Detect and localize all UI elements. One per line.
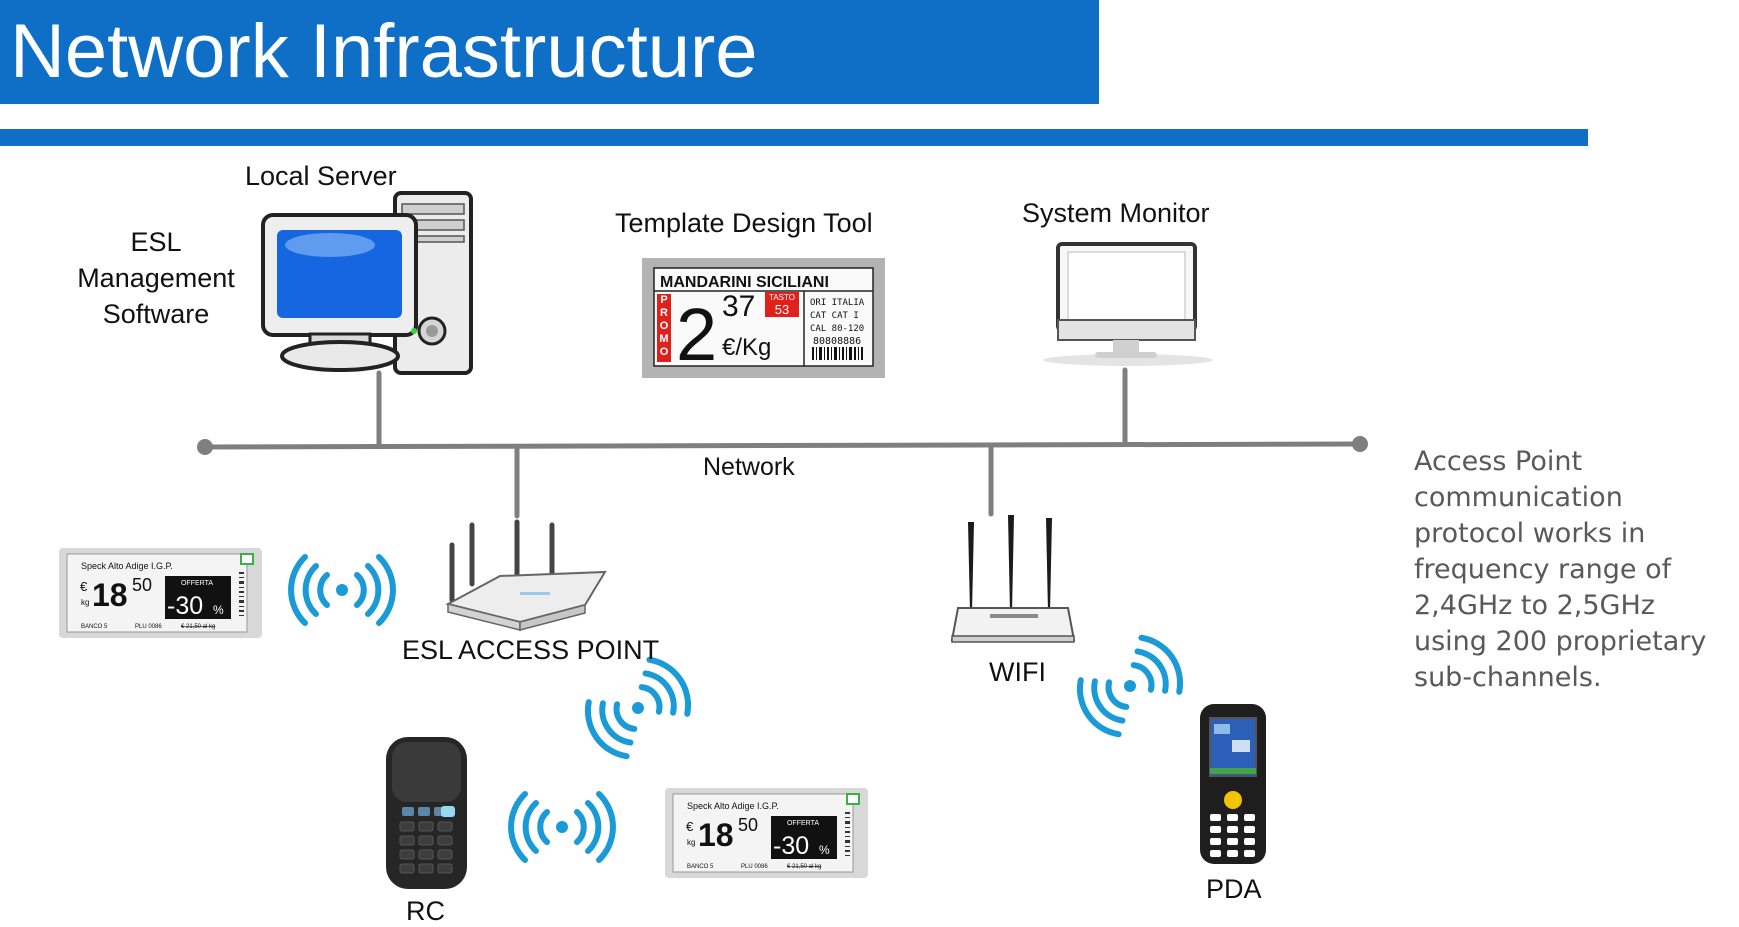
wireless-signal-icon-tag-ap [288, 554, 396, 626]
wireless-signal-icon-ap-bottom [584, 656, 692, 760]
rc-label: RC [406, 896, 445, 926]
esl-bottom-product: Speck Alto Adige I.G.P. [687, 801, 779, 811]
wifi-label: WIFI [989, 657, 1046, 687]
access-point-note: Access Point communication protocol work… [1414, 446, 1707, 693]
network-bus-endpoint-right [1352, 436, 1368, 452]
esl-bottom-price: 18 [698, 817, 734, 853]
template-barcode [812, 347, 863, 360]
template-key-value: 53 [775, 302, 789, 317]
esl-top-old-price: € 21,50 al kg [181, 624, 215, 630]
divider-bar [0, 129, 1588, 146]
pda-scan-button [1224, 791, 1242, 809]
system-monitor-label: System Monitor [1022, 198, 1210, 228]
esl-bottom-price-decimal: 50 [738, 815, 758, 835]
template-price-unit: €/Kg [722, 334, 771, 361]
template-info-caliber: CAL 80-120 [810, 324, 864, 334]
esl-software-line-3: Software [102, 299, 210, 329]
template-info-category: CAT CAT I [810, 311, 859, 321]
wireless-signal-icon-rc-tag [508, 791, 616, 863]
esl-bottom-barcode [845, 812, 850, 856]
esl-top-unit: kg [81, 598, 89, 607]
esl-top-offer-box [165, 576, 231, 619]
pda-label: PDA [1206, 874, 1262, 904]
esl-bottom-discount: -30 [773, 832, 809, 860]
template-price-decimal: 37 [722, 290, 755, 323]
template-barcode-number: 80808886 [813, 336, 861, 347]
esl-bottom-old-price: € 21,50 al kg [787, 864, 821, 870]
network-bus-endpoint-left [197, 439, 213, 455]
esl-top-barcode [239, 572, 244, 616]
esl-top-product: Speck Alto Adige I.G.P. [81, 561, 173, 571]
esl-tag-top: Speck Alto Adige I.G.P. € kg 18 50 OFFER… [59, 548, 262, 638]
esl-bottom-offer: OFFERTA [787, 820, 819, 827]
access-point-router-icon [445, 519, 607, 631]
esl-bottom-unit: kg [687, 838, 695, 847]
pda-handheld-icon [1200, 704, 1266, 864]
esl-software-line-2: Management [77, 263, 235, 293]
esl-tag-bottom: Speck Alto Adige I.G.P. € kg 18 50 OFFER… [665, 788, 868, 878]
esl-bottom-currency: € [686, 819, 694, 834]
computer-icon [261, 191, 473, 375]
template-info-origin: ORI ITALIA [810, 298, 865, 308]
template-product-name: MANDARINI SICILIANI [660, 274, 829, 291]
esl-top-percent: % [213, 603, 224, 617]
template-key-box [765, 292, 799, 317]
esl-top-price-decimal: 50 [132, 575, 152, 595]
template-key-label: TASTO [769, 293, 795, 302]
wireless-signal-icon-wifi-pda [1076, 634, 1184, 738]
network-bus-line [202, 441, 1363, 450]
esl-bottom-offer-box [771, 816, 837, 859]
local-server-label: Local Server [245, 161, 397, 191]
title-bar [0, 0, 1099, 104]
template-price-integer: 2 [676, 293, 717, 376]
network-lines [202, 367, 1363, 519]
remote-control-icon [386, 737, 467, 889]
esl-top-offer: OFFERTA [181, 580, 213, 587]
access-point-label: ESL ACCESS POINT [402, 635, 660, 665]
esl-top-discount: -30 [167, 592, 203, 620]
esl-software-label: ESL Management Software [58, 224, 254, 332]
wifi-router-icon [950, 515, 1076, 643]
esl-top-plu: PLU 0086 [135, 624, 162, 630]
esl-bottom-bank: BANCO 5 [687, 864, 714, 870]
esl-top-price: 18 [92, 577, 128, 613]
page-title: Network Infrastructure [10, 9, 758, 94]
wireless-signal-icons [288, 554, 1184, 863]
esl-software-line-1: ESL [130, 227, 182, 257]
network-label: Network [703, 453, 795, 481]
esl-bottom-plu: PLU 0086 [741, 864, 768, 870]
promo-strip [657, 294, 671, 362]
esl-bottom-percent: % [819, 843, 830, 857]
esl-top-bank: BANCO 5 [81, 624, 108, 630]
system-monitor-icon [1043, 242, 1213, 366]
template-design-tool-label: Template Design Tool [615, 208, 873, 238]
esl-top-currency: € [80, 579, 88, 594]
